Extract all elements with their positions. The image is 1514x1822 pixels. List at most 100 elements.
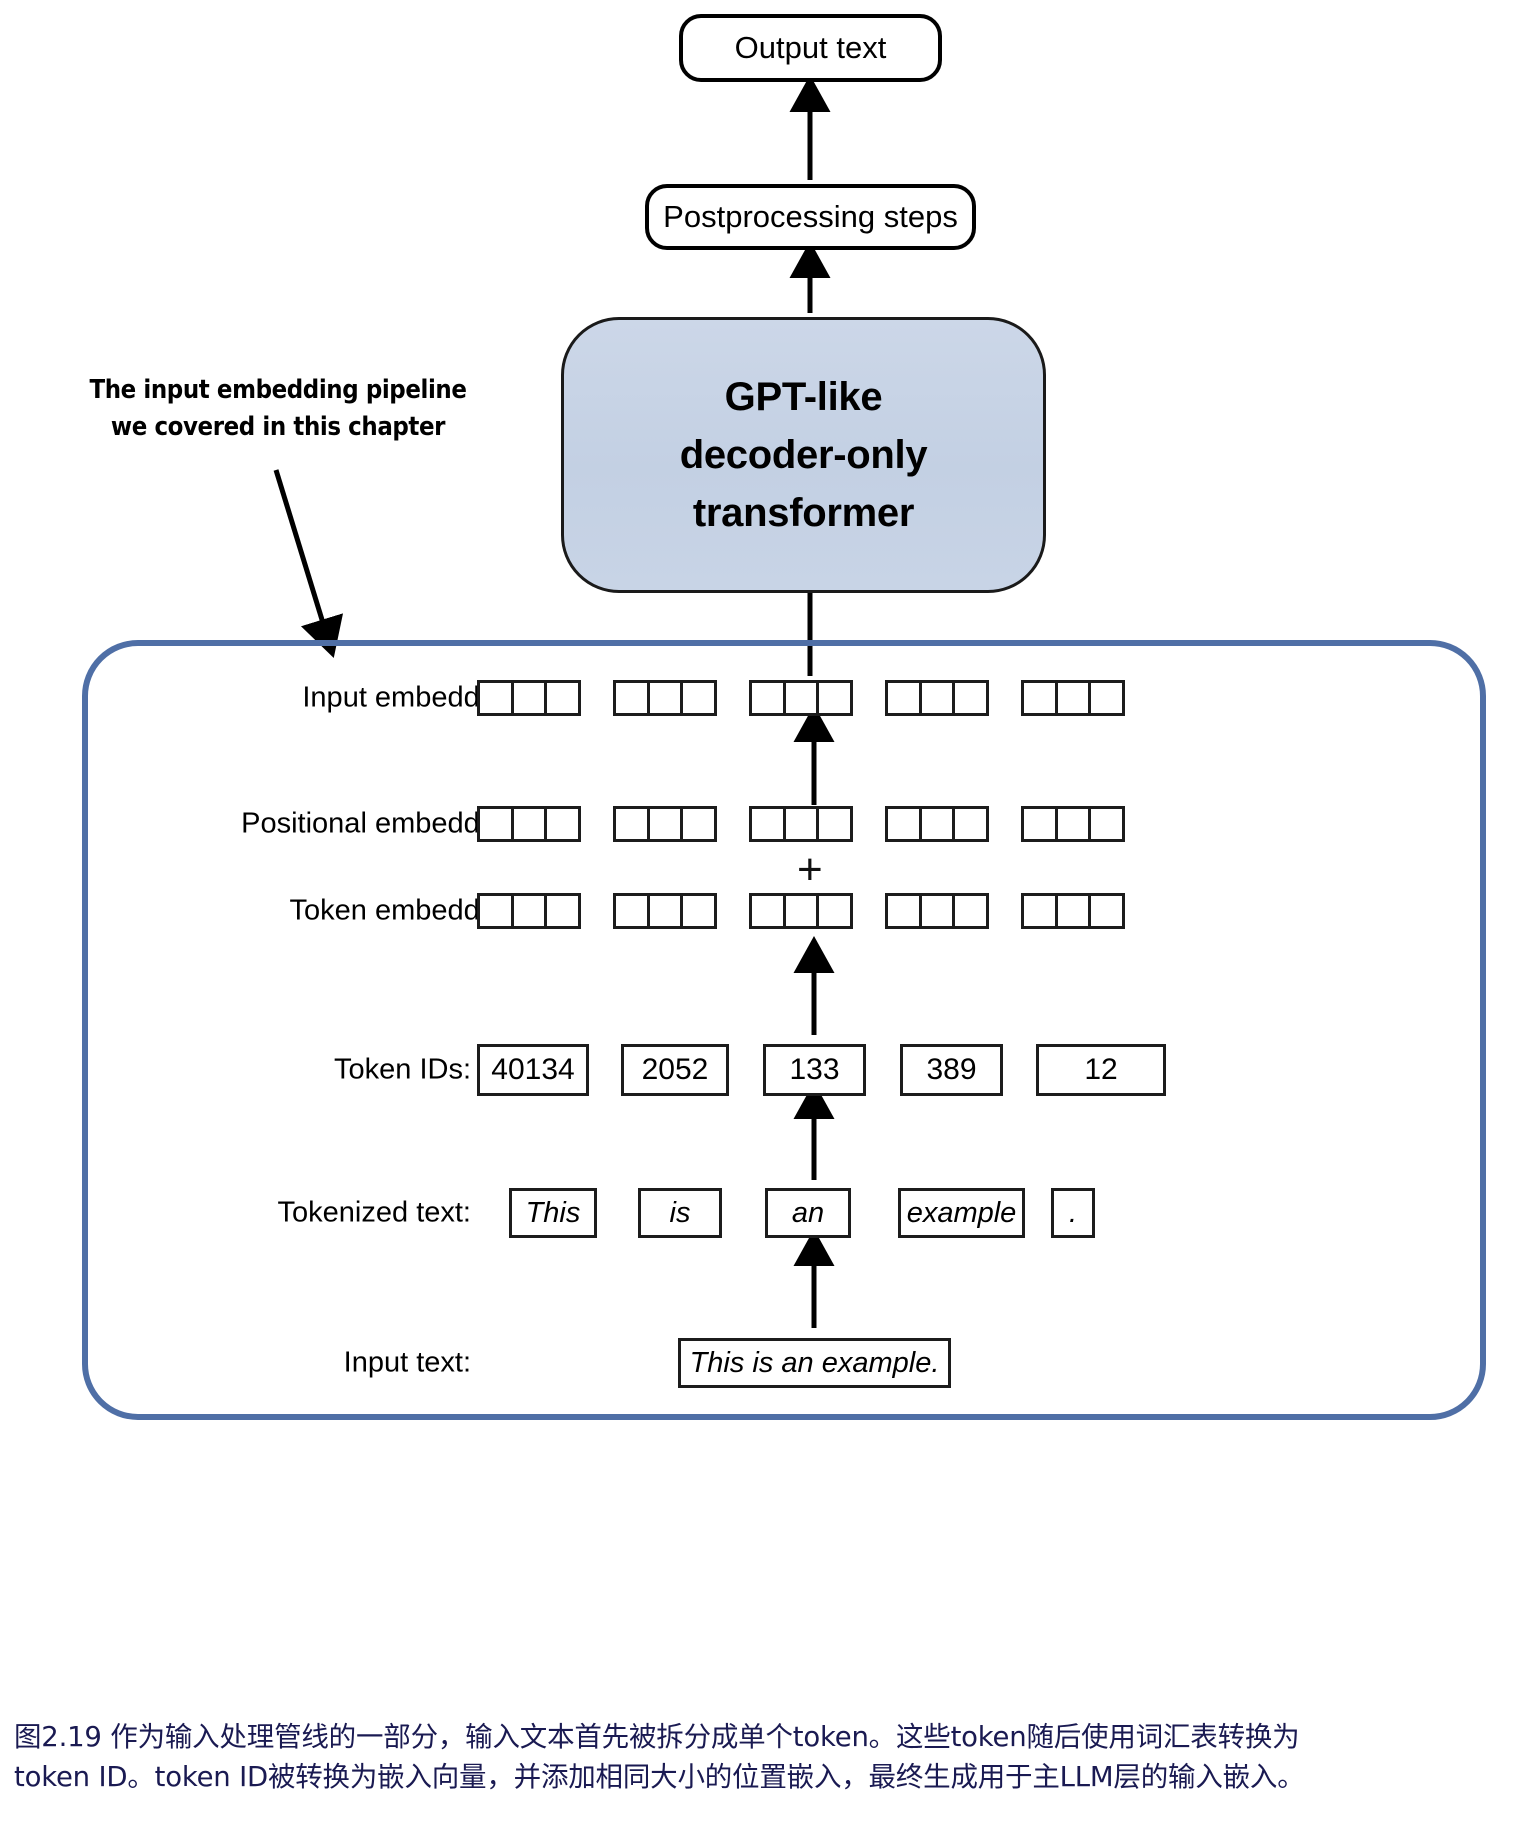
positional-embedding-cell — [782, 806, 820, 842]
input-embedding-cell — [613, 680, 650, 716]
token-id-box: 133 — [763, 1044, 866, 1096]
token-embedding-cell — [477, 893, 514, 929]
input-embedding-cell — [885, 680, 922, 716]
row-label-input-text: Input text: — [343, 1346, 471, 1379]
token-id-value: 389 — [926, 1053, 977, 1086]
positional-embedding-group — [613, 806, 717, 842]
positional-embedding-group — [885, 806, 989, 842]
token-box: example — [898, 1188, 1025, 1238]
positional-embedding-cell — [816, 806, 853, 842]
input-embedding-cell — [510, 680, 548, 716]
positional-embedding-cell — [885, 806, 922, 842]
tokenized-text-row: This is an example. — [0, 1188, 1514, 1238]
input-embedding-cell — [1054, 680, 1092, 716]
token-embedding-cell — [885, 893, 922, 929]
positional-embedding-cell — [1088, 806, 1125, 842]
caption-line-1: 图2.19 作为输入处理管线的一部分，输入文本首先被拆分成单个token。这些t… — [14, 1721, 1300, 1753]
caption-line-2: token ID。token ID被转换为嵌入向量，并添加相同大小的位置嵌入，最… — [14, 1760, 1305, 1793]
token-id-box: 12 — [1036, 1044, 1166, 1096]
token-embedding-cell — [749, 893, 786, 929]
annotation-callout: The input embedding pipeline we covered … — [88, 372, 468, 445]
postprocessing-steps-label: Postprocessing steps — [663, 199, 958, 234]
input-text-value: This is an example. — [689, 1346, 940, 1379]
token-embedding-group — [477, 893, 581, 929]
positional-embedding-cell — [952, 806, 989, 842]
annotation-line-1: The input embedding pipeline — [89, 375, 467, 405]
token-box: This — [509, 1188, 597, 1238]
transformer-line-3: transformer — [692, 491, 915, 535]
token-value: an — [791, 1196, 825, 1229]
token-embedding-cell — [952, 893, 989, 929]
token-id-box: 2052 — [621, 1044, 729, 1096]
token-id-box: 40134 — [477, 1044, 589, 1096]
input-embedding-cell — [749, 680, 786, 716]
postprocessing-steps-box: Postprocessing steps — [645, 184, 976, 250]
input-embedding-cell — [918, 680, 956, 716]
annotation-pointer-arrow — [273, 469, 344, 658]
positional-embedding-cell — [477, 806, 514, 842]
positional-embedding-cell — [680, 806, 717, 842]
token-id-value: 2052 — [641, 1053, 709, 1086]
token-embedding-cell — [782, 893, 820, 929]
token-embedding-cell — [613, 893, 650, 929]
token-embedding-group — [613, 893, 717, 929]
token-id-value: 133 — [789, 1053, 840, 1086]
token-embeddings-row — [477, 893, 1125, 929]
token-embedding-cell — [1021, 893, 1058, 929]
token-value: is — [669, 1196, 691, 1229]
token-embedding-cell — [510, 893, 548, 929]
row-label-tokenized-text: Tokenized text: — [277, 1196, 471, 1229]
token-id-box: 389 — [900, 1044, 1003, 1096]
output-text-label: Output text — [734, 30, 887, 65]
input-embedding-group — [477, 680, 581, 716]
token-embedding-cell — [680, 893, 717, 929]
positional-embedding-cell — [613, 806, 650, 842]
row-label-token-ids: Token IDs: — [334, 1053, 471, 1086]
token-embedding-group — [1021, 893, 1125, 929]
annotation-line-2: we covered in this chapter — [110, 411, 446, 442]
input-embedding-cell — [1088, 680, 1125, 716]
token-embedding-cell — [646, 893, 684, 929]
input-embedding-cell — [782, 680, 820, 716]
token-embedding-group — [749, 893, 853, 929]
input-embedding-cell — [680, 680, 717, 716]
input-embedding-group — [885, 680, 989, 716]
token-embedding-cell — [816, 893, 853, 929]
input-embedding-cell — [952, 680, 989, 716]
positional-embedding-cell — [918, 806, 956, 842]
token-id-value: 40134 — [491, 1053, 575, 1086]
positional-embedding-group — [477, 806, 581, 842]
input-embedding-cell — [816, 680, 853, 716]
input-embeddings-row — [477, 680, 1125, 716]
positional-embedding-cell — [1054, 806, 1092, 842]
input-embedding-pipeline-container — [82, 640, 1486, 1420]
token-embedding-cell — [918, 893, 956, 929]
output-text-box: Output text — [679, 14, 942, 82]
token-value: . — [1068, 1196, 1078, 1229]
token-box: . — [1051, 1188, 1095, 1238]
transformer-block: GPT-like decoder-only transformer — [561, 317, 1046, 593]
input-embedding-group — [749, 680, 853, 716]
input-embedding-cell — [544, 680, 581, 716]
input-embedding-group — [1021, 680, 1125, 716]
token-ids-row: 40134 2052 133 389 12 — [0, 1044, 1514, 1096]
positional-embedding-cell — [510, 806, 548, 842]
input-embedding-cell — [646, 680, 684, 716]
plus-operator-icon: + — [797, 845, 823, 894]
transformer-line-2: decoder-only — [679, 433, 928, 477]
positional-embedding-cell — [544, 806, 581, 842]
positional-embedding-cell — [1021, 806, 1058, 842]
token-embedding-cell — [544, 893, 581, 929]
positional-embeddings-row — [477, 806, 1125, 842]
token-box: an — [765, 1188, 851, 1238]
positional-embedding-cell — [749, 806, 786, 842]
token-id-value: 12 — [1084, 1053, 1118, 1086]
token-embedding-cell — [1054, 893, 1092, 929]
token-embedding-group — [885, 893, 989, 929]
token-embedding-cell — [1088, 893, 1125, 929]
positional-embedding-group — [749, 806, 853, 842]
input-embedding-group — [613, 680, 717, 716]
token-box: is — [638, 1188, 722, 1238]
figure-caption: 图2.19 作为输入处理管线的一部分，输入文本首先被拆分成单个token。这些t… — [14, 1718, 1506, 1798]
